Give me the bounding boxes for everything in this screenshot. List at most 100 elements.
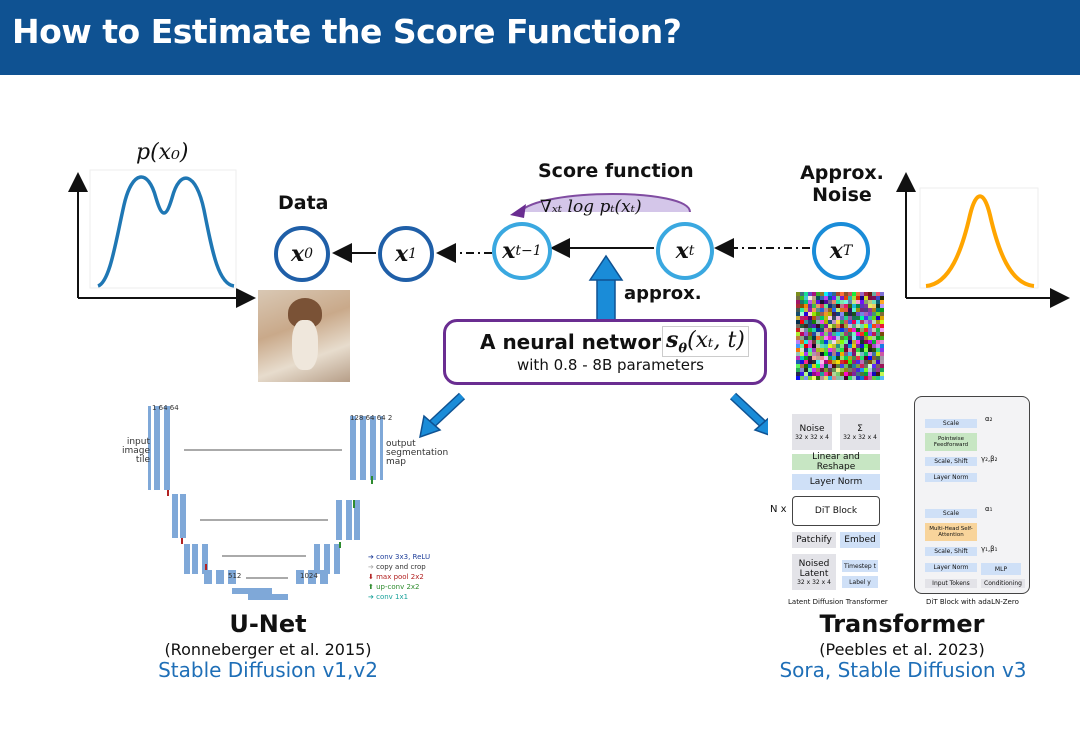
noise-pixel <box>852 376 856 380</box>
noise-pixel <box>860 372 864 376</box>
noise-pixel <box>796 308 800 312</box>
noise-pixel <box>796 316 800 320</box>
noise-pixel <box>864 316 868 320</box>
noise-pixel <box>840 352 844 356</box>
noise-pixel <box>880 312 884 316</box>
node-xT-var: x <box>829 238 843 264</box>
node-xt-minus-1-var: x <box>502 238 516 264</box>
noise-pixel <box>856 344 860 348</box>
noise-pixel <box>824 356 828 360</box>
noise-pixel <box>804 332 808 336</box>
noise-pixel <box>808 348 812 352</box>
legend-swatch-3: ⬆ <box>368 583 374 591</box>
noise-pixel <box>796 328 800 332</box>
alpha2-label: α₂ <box>985 415 993 423</box>
gb2-label: γ₂,β₂ <box>981 455 998 463</box>
noise-pixel <box>824 340 828 344</box>
noise-pixel <box>872 296 876 300</box>
noise-pixel <box>844 360 848 364</box>
transformer-models: Sora, Stable Diffusion v3 <box>779 658 1027 682</box>
legend-swatch-4: ➔ <box>368 593 374 601</box>
noise-pixel <box>796 348 800 352</box>
noise-pixel <box>856 304 860 308</box>
conditioning-box: Conditioning <box>981 579 1025 588</box>
approx-label: approx. <box>624 283 702 304</box>
noise-pixel <box>872 336 876 340</box>
noise-pixel <box>860 296 864 300</box>
noise-pixel <box>840 312 844 316</box>
noise-pixel <box>836 332 840 336</box>
unet-models: Stable Diffusion v1,v2 <box>158 658 378 682</box>
noise-pixel <box>820 292 824 296</box>
noise-pixel <box>876 296 880 300</box>
noise-pixel <box>876 352 880 356</box>
noise-pixel <box>796 324 800 328</box>
noise-pixel <box>804 376 808 380</box>
bimodal-curve <box>97 175 235 288</box>
noise-pixel <box>816 296 820 300</box>
noise-pixel <box>880 348 884 352</box>
noise-pixel <box>840 320 844 324</box>
noise-pixel <box>832 376 836 380</box>
noise-pixel <box>836 312 840 316</box>
noise-pixel <box>848 316 852 320</box>
noise-pixel <box>876 300 880 304</box>
noise-pixel <box>820 316 824 320</box>
noise-pixel <box>844 324 848 328</box>
noise-pixel <box>876 332 880 336</box>
noise-pixel <box>804 308 808 312</box>
nn-title: A neural network <box>480 330 675 354</box>
node-x1-var: x <box>394 241 409 267</box>
noise-pixel <box>844 304 848 308</box>
reverse-chain-arrows <box>332 238 810 263</box>
node-xt-sub: t <box>688 243 695 259</box>
unet-title: U-Net <box>229 610 307 638</box>
noise-pixel <box>824 352 828 356</box>
noise-pixel <box>872 368 876 372</box>
noise-pixel <box>848 304 852 308</box>
noise-pixel <box>804 336 808 340</box>
noise-pixel <box>848 340 852 344</box>
noise-pixel <box>816 348 820 352</box>
noise-pixel <box>880 364 884 368</box>
noise-pixel <box>852 300 856 304</box>
noise-pixel <box>864 304 868 308</box>
noise-pixel <box>832 328 836 332</box>
noise-pixel <box>872 308 876 312</box>
scale-shift-1-box: Scale, Shift <box>925 547 977 556</box>
noise-pixel <box>852 360 856 364</box>
noise-pixel <box>812 348 816 352</box>
noise-pixel <box>872 364 876 368</box>
noise-pixel <box>848 324 852 328</box>
noise-pixel <box>864 324 868 328</box>
noise-pixel <box>804 368 808 372</box>
noise-pixel <box>816 364 820 368</box>
legend-item-4: ➔ conv 1x1 <box>368 592 430 602</box>
noise-pixel <box>868 336 872 340</box>
noise-pixel <box>808 344 812 348</box>
noise-pixel <box>876 312 880 316</box>
noise-pixel <box>796 364 800 368</box>
scale-shift-2-box: Scale, Shift <box>925 457 977 466</box>
noise-pixel <box>864 364 868 368</box>
nn-formula: sθ(xₜ, t) <box>662 326 749 358</box>
node-xT-sub: T <box>842 243 853 259</box>
noise-pixel <box>864 308 868 312</box>
noise-pixel <box>796 360 800 364</box>
noise-pixel <box>876 324 880 328</box>
noise-pixel <box>860 312 864 316</box>
score-function-label: Score function <box>538 160 694 182</box>
legend-text-0: conv 3x3, ReLU <box>376 553 431 561</box>
noise-pixel <box>856 364 860 368</box>
noise-pixel <box>832 296 836 300</box>
noise-pixel <box>796 356 800 360</box>
noise-pixel <box>812 344 816 348</box>
noise-pixel <box>876 304 880 308</box>
noise-pixel <box>828 328 832 332</box>
noise-pixel <box>848 300 852 304</box>
noise-pixel <box>864 340 868 344</box>
noise-pixel <box>808 332 812 336</box>
